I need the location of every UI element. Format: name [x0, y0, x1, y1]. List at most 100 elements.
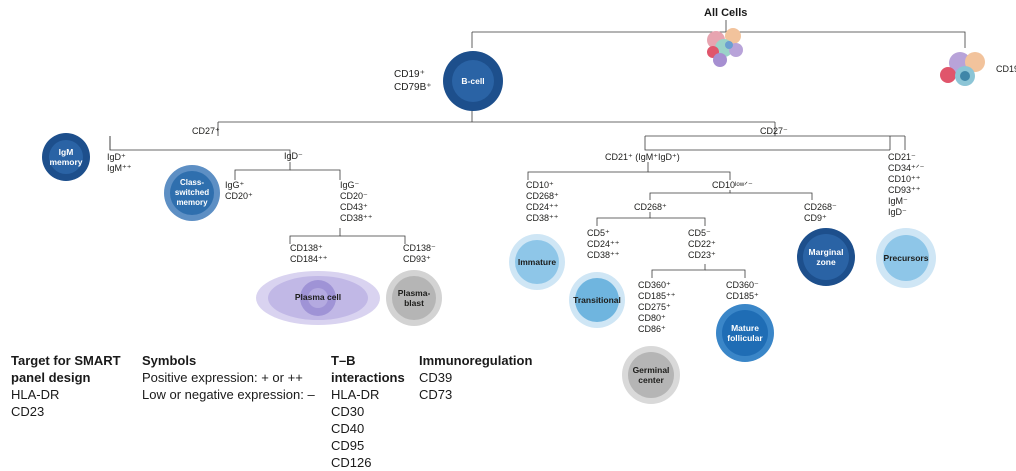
- marker: CD360⁺: [638, 280, 671, 290]
- mature-follicular-markers: CD360⁻ CD185⁺: [726, 280, 759, 302]
- legend-tb-title-2: interactions: [331, 370, 405, 385]
- legend-symbols-item: Positive expression: + or ++: [142, 370, 303, 385]
- bcell-marker-cd19: CD19⁺: [394, 69, 425, 80]
- legend-target-title-2: panel design: [11, 370, 91, 385]
- legend-immuno-item: CD39: [419, 370, 453, 385]
- marker: CD24⁺⁺: [526, 202, 559, 212]
- legend-tb-title-1: T–B: [331, 353, 356, 368]
- marker: CD20⁺: [225, 191, 253, 201]
- marker: CD268⁻: [804, 202, 837, 212]
- branch-cd27-pos: CD27⁺: [192, 126, 220, 136]
- bcell-label: B-cell: [452, 60, 494, 102]
- marker: CD86⁺: [638, 324, 666, 334]
- marginal-zone-markers: CD268⁻ CD9⁺: [804, 202, 837, 224]
- marker: CD360⁻: [726, 280, 759, 290]
- mature-follicular-node[interactable]: Mature follicular: [716, 304, 774, 362]
- marker: CD138⁺: [290, 243, 323, 253]
- marker: IgG⁻: [340, 180, 360, 190]
- germinal-center-markers: CD360⁺ CD185⁺⁺ CD275⁺ CD80⁺ CD86⁺: [638, 280, 676, 335]
- legend-tb-item: CD126: [331, 455, 372, 470]
- legend-target-title-1: Target for SMART: [11, 353, 121, 368]
- bcell-markers: CD19⁺ CD79B⁺: [394, 68, 432, 94]
- mature-follicular-label: Mature follicular: [722, 310, 768, 356]
- marker: CD93⁺⁺: [888, 185, 921, 195]
- marginal-zone-node[interactable]: Marginal zone: [797, 228, 855, 286]
- immature-label: Immature: [515, 240, 559, 284]
- marker: IgG⁺: [225, 180, 245, 190]
- marker: CD34⁺ᐟ⁻: [888, 163, 925, 173]
- marker: CD38⁺⁺: [340, 213, 373, 223]
- class-switched-label: Class-switched memory: [170, 171, 214, 215]
- plasmablast-markers: CD138⁻ CD93⁺: [403, 243, 436, 265]
- branch-cd27-neg: CD27⁻: [760, 126, 788, 136]
- transitional-label: Transitional: [573, 278, 621, 322]
- legend-immuno-title: Immunoregulation: [419, 353, 533, 368]
- plasmablast-label: Plasma-blast: [392, 276, 436, 320]
- branch-cd268-pos: CD268⁺: [634, 202, 667, 212]
- other-branch-marker: CD19: [996, 64, 1016, 74]
- marker: CD185⁺⁺: [638, 291, 676, 301]
- class-switched-markers: IgG⁺ CD20⁺: [225, 180, 253, 202]
- marker: CD275⁺: [638, 302, 671, 312]
- bcell-node[interactable]: B-cell: [443, 51, 503, 111]
- igg-neg-markers: IgG⁻ CD20⁻ CD43⁺ CD38⁺⁺: [340, 180, 373, 224]
- plasmablast-node[interactable]: Plasma-blast: [386, 270, 442, 326]
- marker: CD22⁺: [688, 239, 716, 249]
- igm-memory-node[interactable]: IgM memory: [42, 133, 90, 181]
- branch-igd-neg: IgD⁻: [284, 151, 303, 161]
- other-cells-cluster-icon: [940, 52, 985, 86]
- marker: IgM⁺⁺: [107, 163, 132, 173]
- class-switched-node[interactable]: Class-switched memory: [164, 165, 220, 221]
- precursors-label: Precursors: [883, 235, 929, 281]
- legend-symbols: Symbols Positive expression: + or ++ Low…: [142, 352, 315, 403]
- germinal-center-node[interactable]: Germinal center: [622, 346, 680, 404]
- precursors-node[interactable]: Precursors: [876, 228, 936, 288]
- marker: CD268⁺: [526, 191, 559, 201]
- marker: CD38⁺⁺: [526, 213, 559, 223]
- transitional-markers: CD5⁺ CD24⁺⁺ CD38⁺⁺: [587, 228, 620, 261]
- cd5-neg-markers: CD5⁻ CD22⁺ CD23⁺: [688, 228, 716, 261]
- immature-node[interactable]: Immature: [509, 234, 565, 290]
- plasma-cell-markers: CD138⁺ CD184⁺⁺: [290, 243, 328, 265]
- legend-immuno-item: CD73: [419, 387, 453, 402]
- marker: CD93⁺: [403, 254, 431, 264]
- legend-tb-item: CD40: [331, 421, 365, 436]
- immature-markers: CD10⁺ CD268⁺ CD24⁺⁺ CD38⁺⁺: [526, 180, 559, 224]
- marker: CD21⁻: [888, 152, 916, 162]
- plasma-cell-shape: [256, 271, 380, 325]
- legend-target: Target for SMART panel design HLA-DR CD2…: [11, 352, 121, 420]
- plasma-cell-label[interactable]: Plasma cell: [294, 292, 342, 302]
- marker: CD5⁺: [587, 228, 610, 238]
- legend-immuno: Immunoregulation CD39 CD73: [419, 352, 532, 403]
- all-cells-label: All Cells: [704, 7, 748, 19]
- bcell-marker-cd79b: CD79B⁺: [394, 82, 432, 93]
- legend-tb-item: CD30: [331, 404, 365, 419]
- marker: CD43⁺: [340, 202, 368, 212]
- marginal-zone-label: Marginal zone: [803, 234, 849, 280]
- marker: IgM⁻: [888, 196, 908, 206]
- legend-tb-item: HLA-DR: [331, 387, 380, 402]
- marker: CD20⁻: [340, 191, 368, 201]
- legend-symbols-title: Symbols: [142, 353, 197, 368]
- marker: CD38⁺⁺: [587, 250, 620, 260]
- marker: CD9⁺: [804, 213, 827, 223]
- marker: CD5⁻: [688, 228, 711, 238]
- branch-cd21-pos: CD21⁺ (IgM⁺IgD⁺): [605, 152, 680, 162]
- marker: CD10⁺⁺: [888, 174, 921, 184]
- marker: CD138⁻: [403, 243, 436, 253]
- transitional-node[interactable]: Transitional: [569, 272, 625, 328]
- germinal-center-label: Germinal center: [628, 352, 674, 398]
- branch-cd10-low: CD10ˡᵒʷᐟ⁻: [712, 180, 753, 190]
- legend-target-item: CD23: [11, 404, 45, 419]
- marker: CD184⁺⁺: [290, 254, 328, 264]
- legend-target-item: HLA-DR: [11, 387, 60, 402]
- marker: CD185⁺: [726, 291, 759, 301]
- marker: CD80⁺: [638, 313, 666, 323]
- marker: IgD⁺: [107, 152, 126, 162]
- igm-memory-label: IgM memory: [49, 140, 83, 174]
- legend-symbols-item: Low or negative expression: –: [142, 387, 315, 402]
- all-cells-cluster-icon: [707, 28, 743, 67]
- igm-memory-markers: IgD⁺ IgM⁺⁺: [107, 152, 132, 174]
- legend-tb: T–B interactions HLA-DR CD30 CD40 CD95 C…: [331, 352, 405, 471]
